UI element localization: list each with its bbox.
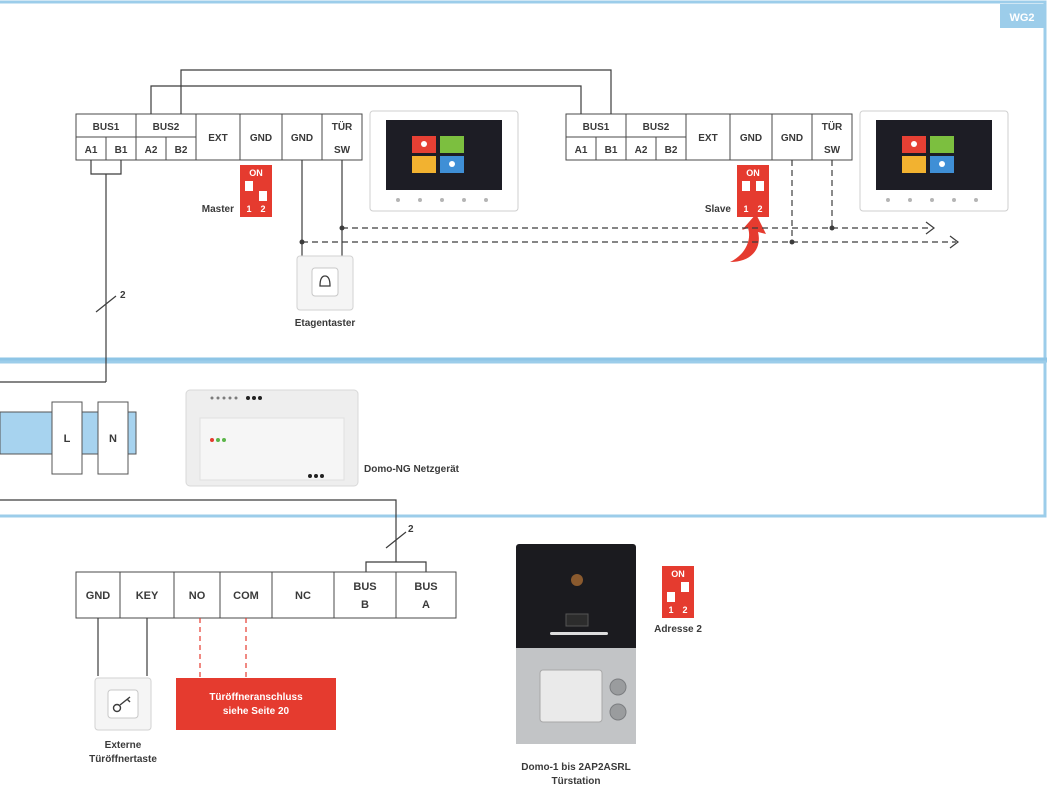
svg-text:GND: GND bbox=[781, 133, 803, 144]
svg-text:ON: ON bbox=[746, 168, 760, 178]
etagentaster-label: Etagentaster bbox=[295, 318, 356, 329]
svg-text:BUS2: BUS2 bbox=[643, 122, 670, 133]
slave-dip-arrow-icon bbox=[730, 214, 766, 262]
svg-text:siehe Seite 20: siehe Seite 20 bbox=[223, 706, 290, 717]
svg-text:ON: ON bbox=[249, 168, 263, 178]
svg-text:GND: GND bbox=[740, 133, 762, 144]
door-terminal-labels: GND KEY NO COM NC BUS B BUS A bbox=[86, 581, 438, 611]
svg-text:B2: B2 bbox=[175, 145, 188, 156]
wg-badge: WG2 bbox=[1000, 4, 1044, 28]
bell-icon bbox=[319, 275, 331, 287]
svg-text:KEY: KEY bbox=[136, 590, 159, 602]
slave-terminal-labels: BUS1 BUS2 A1 B1 A2 B2 EXT GND GND TÜR SW bbox=[575, 120, 843, 156]
svg-text:Master: Master bbox=[202, 204, 234, 215]
key-icon bbox=[112, 696, 131, 713]
svg-text:BUS2: BUS2 bbox=[153, 122, 180, 133]
svg-text:1: 1 bbox=[668, 605, 673, 615]
svg-text:NC: NC bbox=[295, 590, 311, 602]
svg-text:A2: A2 bbox=[145, 145, 158, 156]
svg-text:EXT: EXT bbox=[698, 133, 717, 144]
door-opener-wiring bbox=[199, 618, 247, 678]
svg-text:1: 1 bbox=[246, 204, 251, 214]
etagentaster-wiring bbox=[301, 160, 343, 258]
external-button-wiring bbox=[97, 618, 148, 676]
svg-text:L: L bbox=[64, 433, 71, 445]
svg-text:EXT: EXT bbox=[208, 133, 227, 144]
svg-text:Türstation: Türstation bbox=[552, 776, 601, 787]
slave-terminal-block bbox=[565, 113, 853, 161]
svg-text:WG2: WG2 bbox=[1009, 12, 1034, 24]
svg-text:Türöffnertaste: Türöffnertaste bbox=[89, 754, 157, 765]
main-bus-wire bbox=[0, 160, 122, 383]
svg-text:BUS1: BUS1 bbox=[583, 122, 610, 133]
svg-text:Domo-1 bis 2AP2ASRL: Domo-1 bis 2AP2ASRL bbox=[521, 762, 630, 773]
svg-text:GND: GND bbox=[291, 133, 313, 144]
svg-text:COM: COM bbox=[233, 590, 259, 602]
door-opener-note: Türöffneranschluss siehe Seite 20 bbox=[176, 678, 336, 730]
power-supply-label: Domo-NG Netzgerät bbox=[364, 464, 460, 475]
svg-text:TÜR: TÜR bbox=[822, 120, 843, 133]
master-terminal-block bbox=[75, 113, 363, 161]
dashed-arrowheads bbox=[925, 221, 959, 249]
power-frame bbox=[0, 360, 1047, 518]
svg-text:A2: A2 bbox=[635, 145, 648, 156]
address-dip-switch: ON 1 2 Adresse 2 bbox=[654, 566, 702, 635]
slave-dip-switch: ON 1 2 Slave bbox=[705, 165, 769, 217]
svg-text:BUS1: BUS1 bbox=[93, 122, 120, 133]
svg-text:ON: ON bbox=[671, 569, 685, 579]
svg-text:BUS: BUS bbox=[353, 581, 376, 593]
svg-text:TÜR: TÜR bbox=[332, 120, 353, 133]
svg-text:SW: SW bbox=[334, 145, 351, 156]
svg-text:2: 2 bbox=[757, 204, 762, 214]
svg-text:Adresse 2: Adresse 2 bbox=[654, 624, 702, 635]
svg-text:Slave: Slave bbox=[705, 204, 732, 215]
door-bus-wire bbox=[0, 499, 427, 572]
svg-text:2: 2 bbox=[260, 204, 265, 214]
master-monitor bbox=[369, 110, 519, 212]
svg-text:B2: B2 bbox=[665, 145, 678, 156]
door-station: Domo-1 bis 2AP2ASRL Türstation bbox=[516, 544, 636, 787]
power-supply-unit: Domo-NG Netzgerät bbox=[185, 389, 460, 487]
bus-wiring bbox=[150, 69, 612, 114]
slave-monitor bbox=[859, 110, 1009, 212]
etagentaster-button: Etagentaster bbox=[295, 255, 356, 329]
wire-count-upper: 2 bbox=[120, 290, 126, 301]
master-dip-switch: ON 1 2 Master bbox=[202, 165, 272, 217]
svg-text:SW: SW bbox=[824, 145, 841, 156]
svg-text:B: B bbox=[361, 599, 369, 611]
svg-text:GND: GND bbox=[250, 133, 272, 144]
svg-text:Externe: Externe bbox=[105, 740, 142, 751]
svg-text:A1: A1 bbox=[575, 145, 588, 156]
svg-text:N: N bbox=[109, 433, 117, 445]
svg-text:A1: A1 bbox=[85, 145, 98, 156]
mains-cable: L N bbox=[0, 401, 137, 475]
master-terminal-labels: BUS1 BUS2 A1 B1 A2 B2 EXT GND GND TÜR SW bbox=[85, 120, 353, 156]
svg-text:GND: GND bbox=[86, 590, 111, 602]
wire-count-lower: 2 bbox=[408, 524, 414, 535]
svg-text:NO: NO bbox=[189, 590, 206, 602]
svg-text:A: A bbox=[422, 599, 430, 611]
svg-text:BUS: BUS bbox=[414, 581, 437, 593]
svg-text:1: 1 bbox=[743, 204, 748, 214]
junction-dots bbox=[299, 225, 835, 245]
svg-text:B1: B1 bbox=[115, 145, 128, 156]
svg-text:B1: B1 bbox=[605, 145, 618, 156]
external-button: Externe Türöffnertaste bbox=[89, 677, 157, 765]
svg-text:2: 2 bbox=[682, 605, 687, 615]
svg-text:Türöffneranschluss: Türöffneranschluss bbox=[209, 692, 303, 703]
door-terminal-block bbox=[75, 571, 457, 619]
